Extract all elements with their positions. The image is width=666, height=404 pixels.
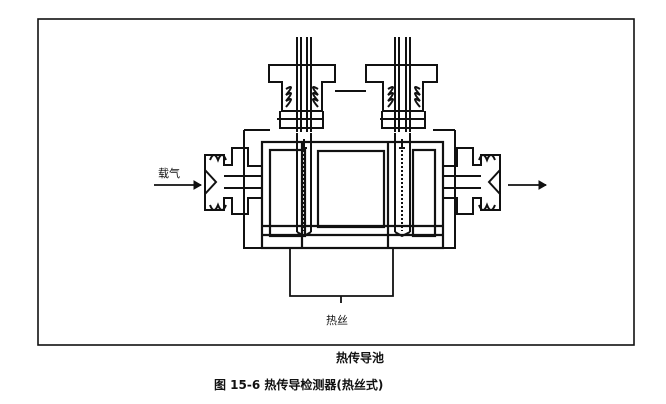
- inlet-label: 载气: [158, 166, 180, 180]
- outlet-fitting: [442, 147, 501, 215]
- right-sensor-assembly: [365, 37, 438, 238]
- left-sensor-assembly: [268, 37, 336, 238]
- filament-label: 热丝: [326, 314, 348, 327]
- filament-leads: [289, 248, 394, 303]
- cell-name-label: 热传导池: [336, 350, 384, 365]
- detector-body: [260, 140, 445, 250]
- gas-paths: [243, 90, 456, 249]
- outer-frame: [37, 18, 635, 346]
- inlet-arrow-icon: [154, 180, 203, 190]
- figure-caption: 图 15-6 热传导检测器(热丝式): [214, 377, 383, 392]
- inlet-fitting: [204, 147, 263, 215]
- outlet-arrow-icon: [508, 180, 548, 190]
